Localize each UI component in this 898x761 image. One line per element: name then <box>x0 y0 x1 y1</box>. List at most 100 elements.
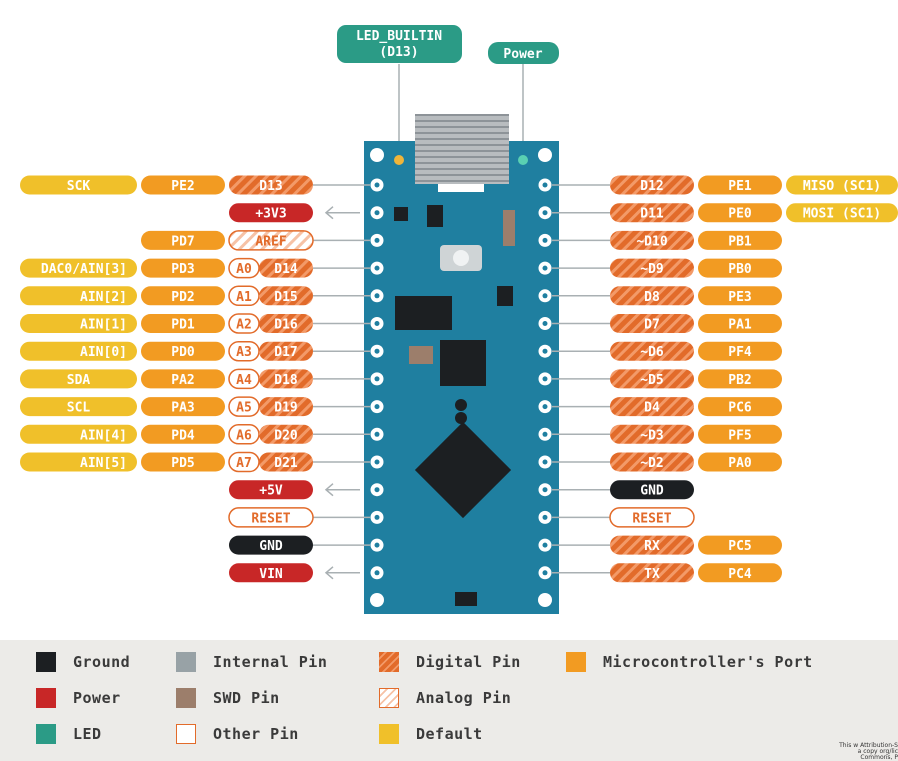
port-label: PD2 <box>141 286 225 306</box>
analog-pin-label: A3 <box>228 340 260 362</box>
legend-item-other-pin: Other Pin <box>176 724 299 744</box>
pin-label: ~D6 <box>610 341 694 361</box>
svg-text:LED_BUILTIN: LED_BUILTIN <box>356 29 442 44</box>
arduino-nano-board <box>364 114 559 614</box>
digital-pin-label-text: D17 <box>274 345 297 360</box>
legend-item-swd-pin: SWD Pin <box>176 688 280 708</box>
pin-label-text: ~D3 <box>640 428 663 443</box>
port-label: PB2 <box>698 369 782 389</box>
pin-label-text: D8 <box>644 290 660 305</box>
port-label-text: PC6 <box>728 401 752 416</box>
analog-pin-label: A7 <box>228 451 260 473</box>
port-label-text: PB2 <box>728 373 751 388</box>
port-label: PD4 <box>141 424 225 444</box>
function-label-text: SCK <box>67 179 91 194</box>
port-label-text: PA0 <box>728 456 752 471</box>
port-label-text: PA1 <box>728 318 752 333</box>
internal-pin-swatch-icon <box>176 652 196 672</box>
analog-pin-label-text: A1 <box>236 290 252 305</box>
function-label: MOSI (SC1) <box>786 203 898 223</box>
ground-swatch-icon <box>36 652 56 672</box>
chip-icon <box>395 296 452 330</box>
pin-label: GND <box>229 535 313 555</box>
port-label: PA0 <box>698 452 782 472</box>
port-label: PD1 <box>141 314 225 333</box>
pin-label-text: GND <box>259 539 283 554</box>
analog-pin-label-text: A2 <box>236 318 252 333</box>
svg-text:(D13): (D13) <box>379 45 418 60</box>
analog-pin-label-text: A7 <box>236 456 252 471</box>
analog-pin-label: A0 <box>228 257 260 279</box>
function-label-text: SDA <box>67 373 91 388</box>
pin-label: D11 <box>610 203 694 223</box>
legend-item-analog-pin: Analog Pin <box>379 688 511 708</box>
pin-label: +3V3 <box>229 203 313 223</box>
pin-label-text: D4 <box>644 401 660 416</box>
pin-label: D12 <box>610 175 694 195</box>
pin-label-text: ~D6 <box>640 345 664 360</box>
pin-label-text: D13 <box>259 179 282 194</box>
digital-pin-label: D15 <box>259 286 313 306</box>
legend-item-digital-pin: Digital Pin <box>379 652 521 672</box>
microcontroller-icon <box>414 421 512 519</box>
digital-pin-swatch-icon <box>379 652 399 672</box>
pin-label: ~D10 <box>610 230 694 250</box>
analog-pin-label: A1 <box>228 285 260 307</box>
port-label-text: PE2 <box>171 179 194 194</box>
function-label: SDA <box>20 369 137 389</box>
other-pin-swatch-icon <box>176 724 196 744</box>
pin-label: ~D3 <box>610 424 694 444</box>
pin-label: +5V <box>229 480 313 500</box>
power-led-label: Power <box>488 42 559 64</box>
port-label-text: PE1 <box>728 179 752 194</box>
digital-pin-label-text: D15 <box>274 290 297 305</box>
function-label: AIN[4] <box>20 424 137 444</box>
port-label-text: PC5 <box>728 539 751 554</box>
port-label-text: PD2 <box>171 290 194 305</box>
port-label-text: PB1 <box>728 234 752 249</box>
pin-label: D8 <box>610 286 694 306</box>
port-label: PD5 <box>141 452 225 472</box>
port-label: PF4 <box>698 341 782 361</box>
digital-pin-label-text: D20 <box>274 428 298 443</box>
function-label: AIN[1] <box>20 314 137 333</box>
led-builtin-label: LED_BUILTIN (D13) <box>337 25 462 63</box>
function-label-text: AIN[5] <box>80 456 127 471</box>
digital-pin-label-text: D19 <box>274 401 297 416</box>
pin-label: ~D5 <box>610 369 694 389</box>
port-label: PE0 <box>698 203 782 223</box>
pin-label: RESET <box>228 507 314 528</box>
pin-label: GND <box>610 480 694 500</box>
legend-item-microcontroller-port: Microcontroller's Port <box>566 652 813 672</box>
pin-label-text: GND <box>640 484 664 499</box>
port-label: PD3 <box>141 258 225 278</box>
digital-pin-label: D19 <box>259 397 313 417</box>
pin-label-text: RX <box>644 539 660 554</box>
arrow-icon <box>324 566 360 580</box>
legend: Ground Power LED Internal Pin SWD Pin Ot… <box>0 640 898 761</box>
pin-label: VIN <box>229 563 313 583</box>
pin-label: D7 <box>610 314 694 333</box>
analog-pin-label-text: A5 <box>236 401 252 416</box>
power-led-icon <box>518 155 528 165</box>
port-label-text: PE3 <box>728 290 751 305</box>
port-label: PA2 <box>141 369 225 389</box>
pin-label-text: D12 <box>640 179 663 194</box>
port-label-text: PD1 <box>171 318 195 333</box>
arrow-icon <box>324 206 360 220</box>
arrow-icon <box>324 483 360 497</box>
default-swatch-icon <box>379 724 399 744</box>
pin-label: RX <box>610 535 694 555</box>
port-label-text: PD4 <box>171 428 195 443</box>
pin-label: D13 <box>229 175 313 195</box>
port-label: PB0 <box>698 258 782 278</box>
analog-pin-label: A5 <box>228 396 260 417</box>
digital-pin-label: D18 <box>259 369 313 389</box>
function-label-text: DAC0/AIN[3] <box>41 262 127 277</box>
digital-pin-label-text: D16 <box>274 318 298 333</box>
port-label: PE3 <box>698 286 782 306</box>
analog-pin-label-text: A4 <box>236 373 252 388</box>
pin-label-text: +5V <box>259 484 283 499</box>
digital-pin-label: D20 <box>259 424 313 444</box>
function-label: AIN[0] <box>20 341 137 361</box>
